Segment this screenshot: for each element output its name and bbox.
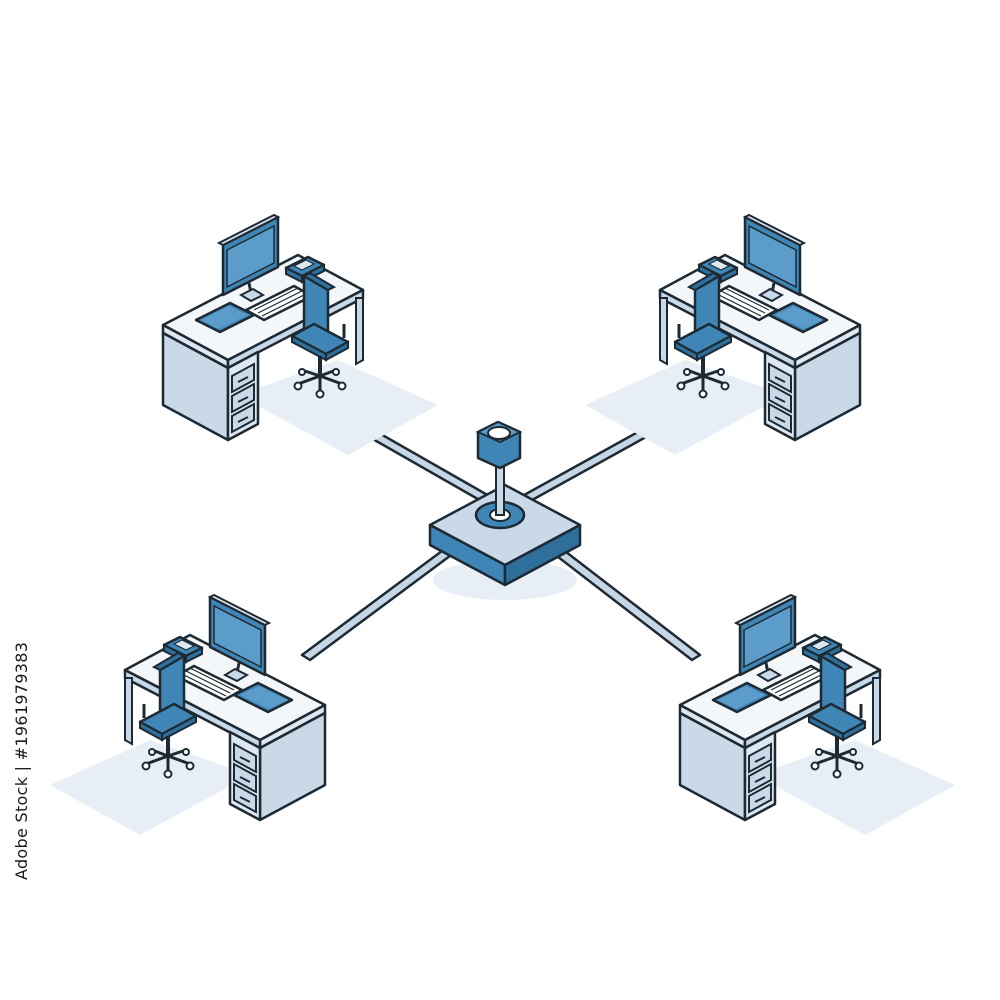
antenna-icon	[475, 420, 523, 470]
stock-id-watermark: Adobe Stock | #1961979383	[12, 641, 31, 880]
workstation-bottom-left	[48, 593, 327, 837]
workstation-bottom-right	[678, 593, 957, 837]
network-hub-icon	[428, 459, 582, 600]
workstation-top-left	[161, 213, 440, 457]
workstation-top-right	[583, 213, 862, 457]
